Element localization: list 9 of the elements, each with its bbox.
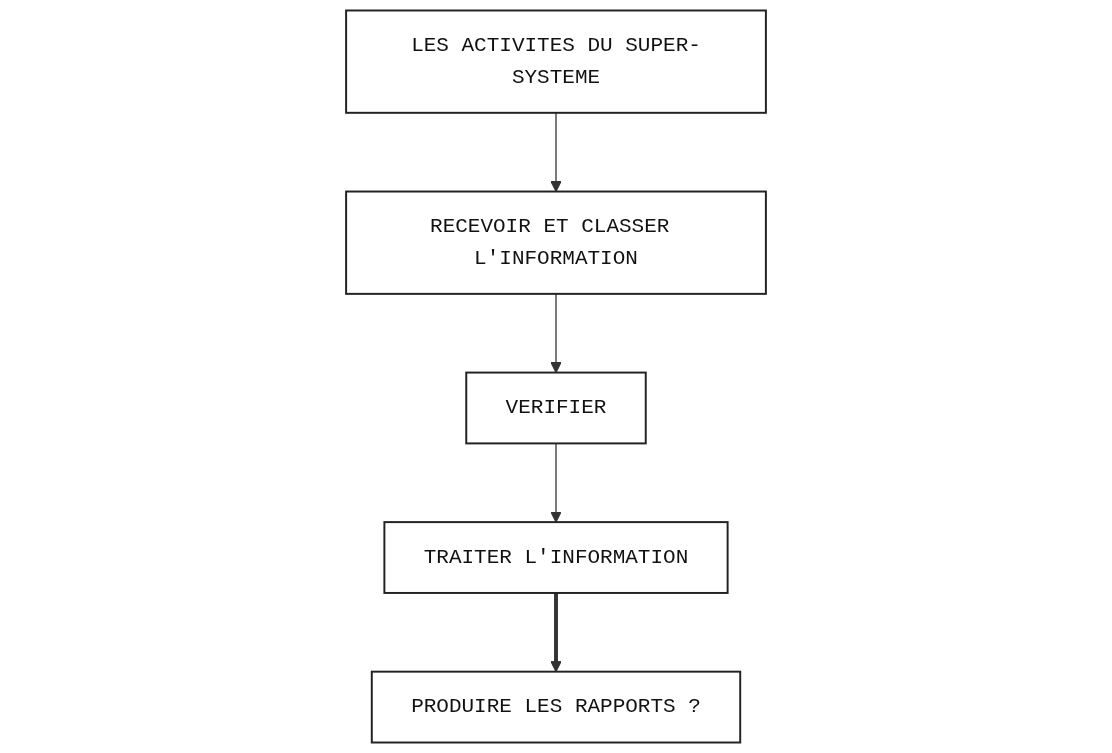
node-box: RECEVOIR ET CLASSER L'INFORMATION [345, 190, 767, 295]
arrow [550, 112, 562, 193]
arrow [550, 293, 562, 374]
node-box: PRODUIRE LES RAPPORTS ? [370, 670, 742, 744]
node-box: TRAITER L'INFORMATION [383, 521, 729, 594]
node-box: LES ACTIVITES DU SUPER-SYSTEME [345, 9, 767, 114]
arrow [550, 442, 562, 523]
arrow [550, 592, 562, 673]
node-box: VERIFIER [465, 371, 647, 445]
